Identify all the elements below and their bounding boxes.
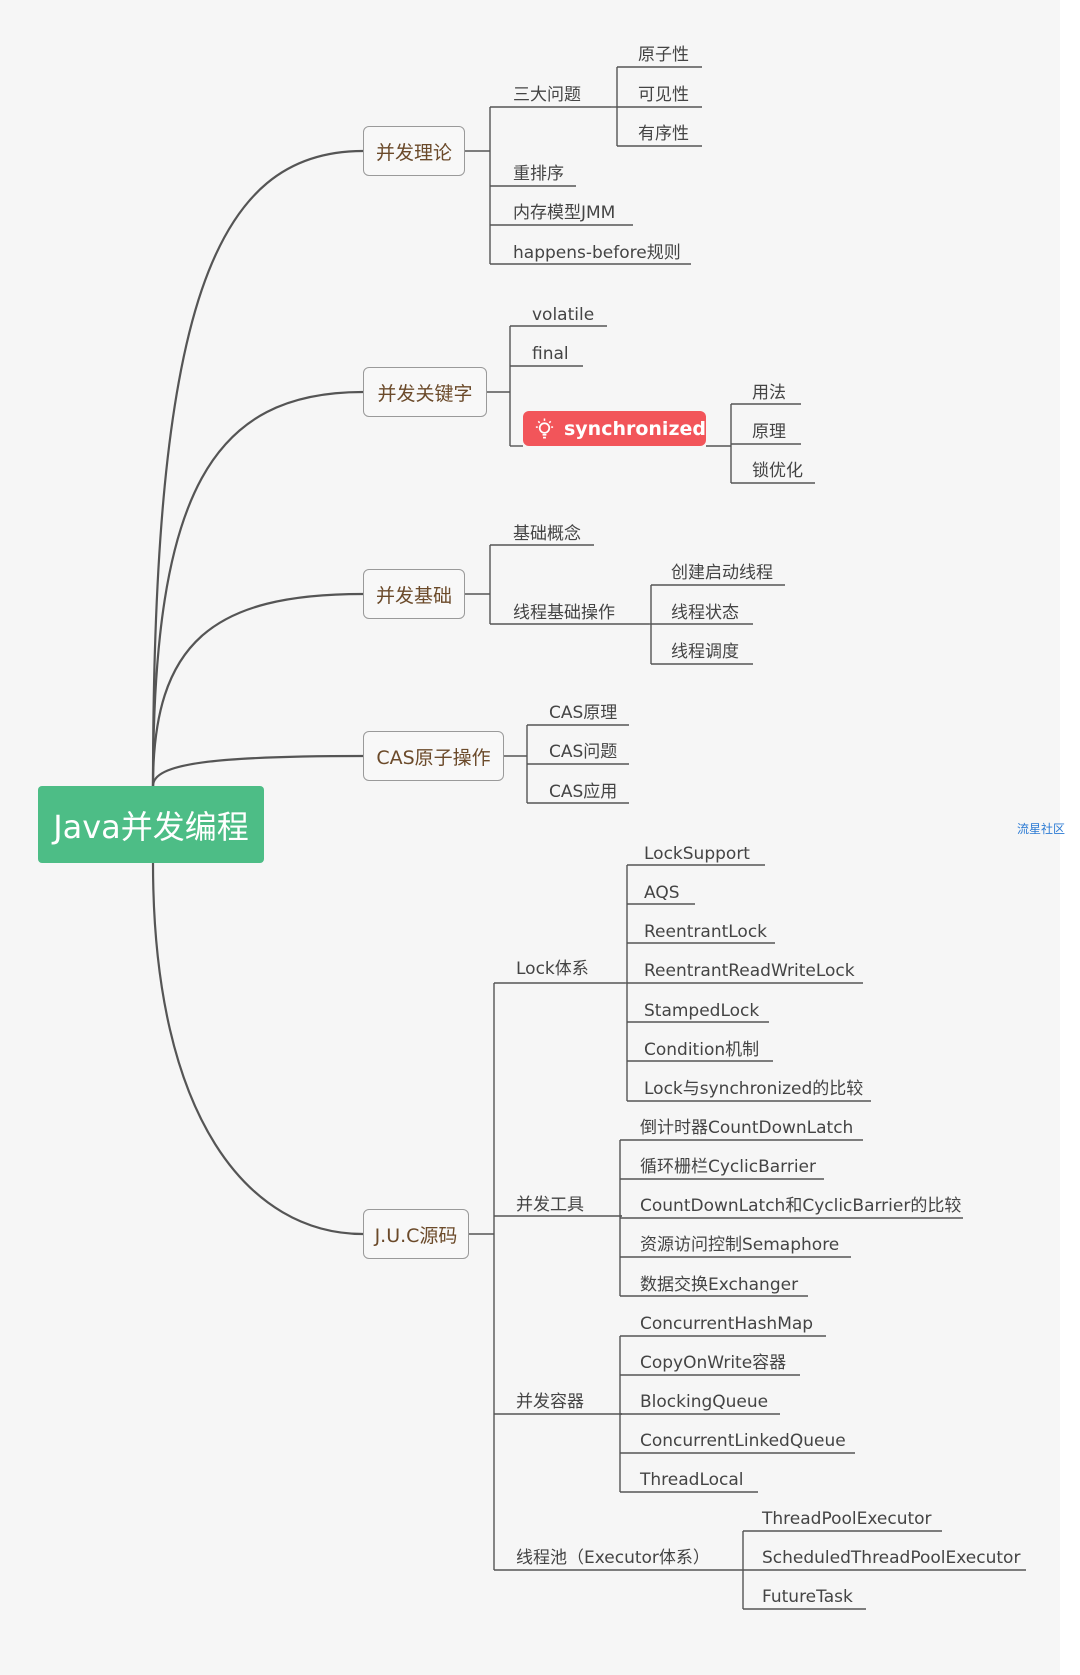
synchronized-label: synchronized bbox=[563, 417, 706, 440]
topic-principle[interactable]: 原理 bbox=[752, 422, 786, 442]
topic-threadpoolexecutor[interactable]: ThreadPoolExecutor bbox=[762, 1509, 932, 1529]
topic-visibility[interactable]: 可见性 bbox=[638, 85, 689, 105]
topic-cas-applications[interactable]: CAS应用 bbox=[549, 782, 618, 802]
topic-threadlocal[interactable]: ThreadLocal bbox=[640, 1470, 744, 1490]
topic-usage[interactable]: 用法 bbox=[752, 383, 786, 403]
topic-scheduledthreadpoolexecutor[interactable]: ScheduledThreadPoolExecutor bbox=[762, 1548, 1021, 1568]
topic-condition[interactable]: Condition机制 bbox=[644, 1040, 760, 1060]
topic-lock-system[interactable]: Lock体系 bbox=[516, 959, 589, 979]
node-concurrency-theory[interactable]: 并发理论 bbox=[363, 126, 465, 176]
topic-three-problems[interactable]: 三大问题 bbox=[513, 85, 581, 105]
topic-concurrentlinkedqueue[interactable]: ConcurrentLinkedQueue bbox=[640, 1431, 846, 1451]
topic-lock-vs-synchronized[interactable]: Lock与synchronized的比较 bbox=[644, 1079, 864, 1099]
topic-jmm[interactable]: 内存模型JMM bbox=[513, 203, 616, 223]
node-cas[interactable]: CAS原子操作 bbox=[363, 731, 504, 781]
topic-countdownlatch[interactable]: 倒计时器CountDownLatch bbox=[640, 1118, 854, 1138]
topic-reordering[interactable]: 重排序 bbox=[513, 164, 564, 184]
connector-line bbox=[151, 862, 364, 1236]
topic-futuretask[interactable]: FutureTask bbox=[762, 1587, 853, 1607]
topic-concurrenthashmap[interactable]: ConcurrentHashMap bbox=[640, 1314, 814, 1334]
topic-latch-vs-barrier[interactable]: CountDownLatch和CyclicBarrier的比较 bbox=[640, 1196, 962, 1216]
topic-final[interactable]: final bbox=[532, 344, 569, 364]
topic-reentrantlock[interactable]: ReentrantLock bbox=[644, 922, 768, 942]
node-juc-source[interactable]: J.U.C源码 bbox=[363, 1209, 469, 1259]
topic-aqs[interactable]: AQS bbox=[644, 883, 680, 903]
watermark-text: 流星社区 bbox=[1017, 822, 1066, 836]
topic-cas-problems[interactable]: CAS问题 bbox=[549, 742, 618, 762]
topic-synchronized[interactable]: synchronized bbox=[523, 411, 706, 446]
topic-thread-state[interactable]: 线程状态 bbox=[671, 603, 739, 623]
topic-cyclicbarrier[interactable]: 循环栅栏CyclicBarrier bbox=[640, 1157, 817, 1177]
node-concurrency-keywords[interactable]: 并发关键字 bbox=[363, 367, 487, 417]
topic-ordering[interactable]: 有序性 bbox=[638, 124, 689, 144]
topic-blockingqueue[interactable]: BlockingQueue bbox=[640, 1392, 769, 1412]
topic-happens-before[interactable]: happens-before规则 bbox=[513, 243, 681, 263]
topic-stampedlock[interactable]: StampedLock bbox=[644, 1001, 760, 1021]
topic-exchanger[interactable]: 数据交换Exchanger bbox=[640, 1275, 799, 1295]
topic-atomicity[interactable]: 原子性 bbox=[638, 45, 689, 65]
topic-cas-principle[interactable]: CAS原理 bbox=[549, 703, 618, 723]
topic-semaphore[interactable]: 资源访问控制Semaphore bbox=[640, 1235, 840, 1255]
root-node[interactable]: Java并发编程 bbox=[38, 786, 264, 863]
topic-locksupport[interactable]: LockSupport bbox=[644, 844, 750, 864]
topic-thread-pool[interactable]: 线程池（Executor体系） bbox=[516, 1548, 710, 1568]
connector-line bbox=[151, 390, 364, 787]
topic-create-thread[interactable]: 创建启动线程 bbox=[671, 563, 773, 583]
connector-line bbox=[151, 149, 364, 787]
lightbulb-icon bbox=[535, 417, 554, 438]
topic-reentrantreadwritelock[interactable]: ReentrantReadWriteLock bbox=[644, 961, 855, 981]
topic-volatile[interactable]: volatile bbox=[532, 305, 595, 325]
topic-concurrency-tools[interactable]: 并发工具 bbox=[516, 1195, 584, 1215]
topic-thread-scheduling[interactable]: 线程调度 bbox=[671, 642, 739, 662]
topic-basic-concepts[interactable]: 基础概念 bbox=[513, 524, 581, 544]
topic-copyonwrite[interactable]: CopyOnWrite容器 bbox=[640, 1353, 787, 1373]
topic-thread-operations[interactable]: 线程基础操作 bbox=[513, 603, 615, 623]
topic-concurrent-containers[interactable]: 并发容器 bbox=[516, 1392, 584, 1412]
topic-lock-optimization[interactable]: 锁优化 bbox=[752, 461, 803, 481]
connector-line bbox=[151, 754, 364, 787]
connector-line bbox=[151, 592, 364, 787]
node-concurrency-basics[interactable]: 并发基础 bbox=[363, 569, 465, 619]
